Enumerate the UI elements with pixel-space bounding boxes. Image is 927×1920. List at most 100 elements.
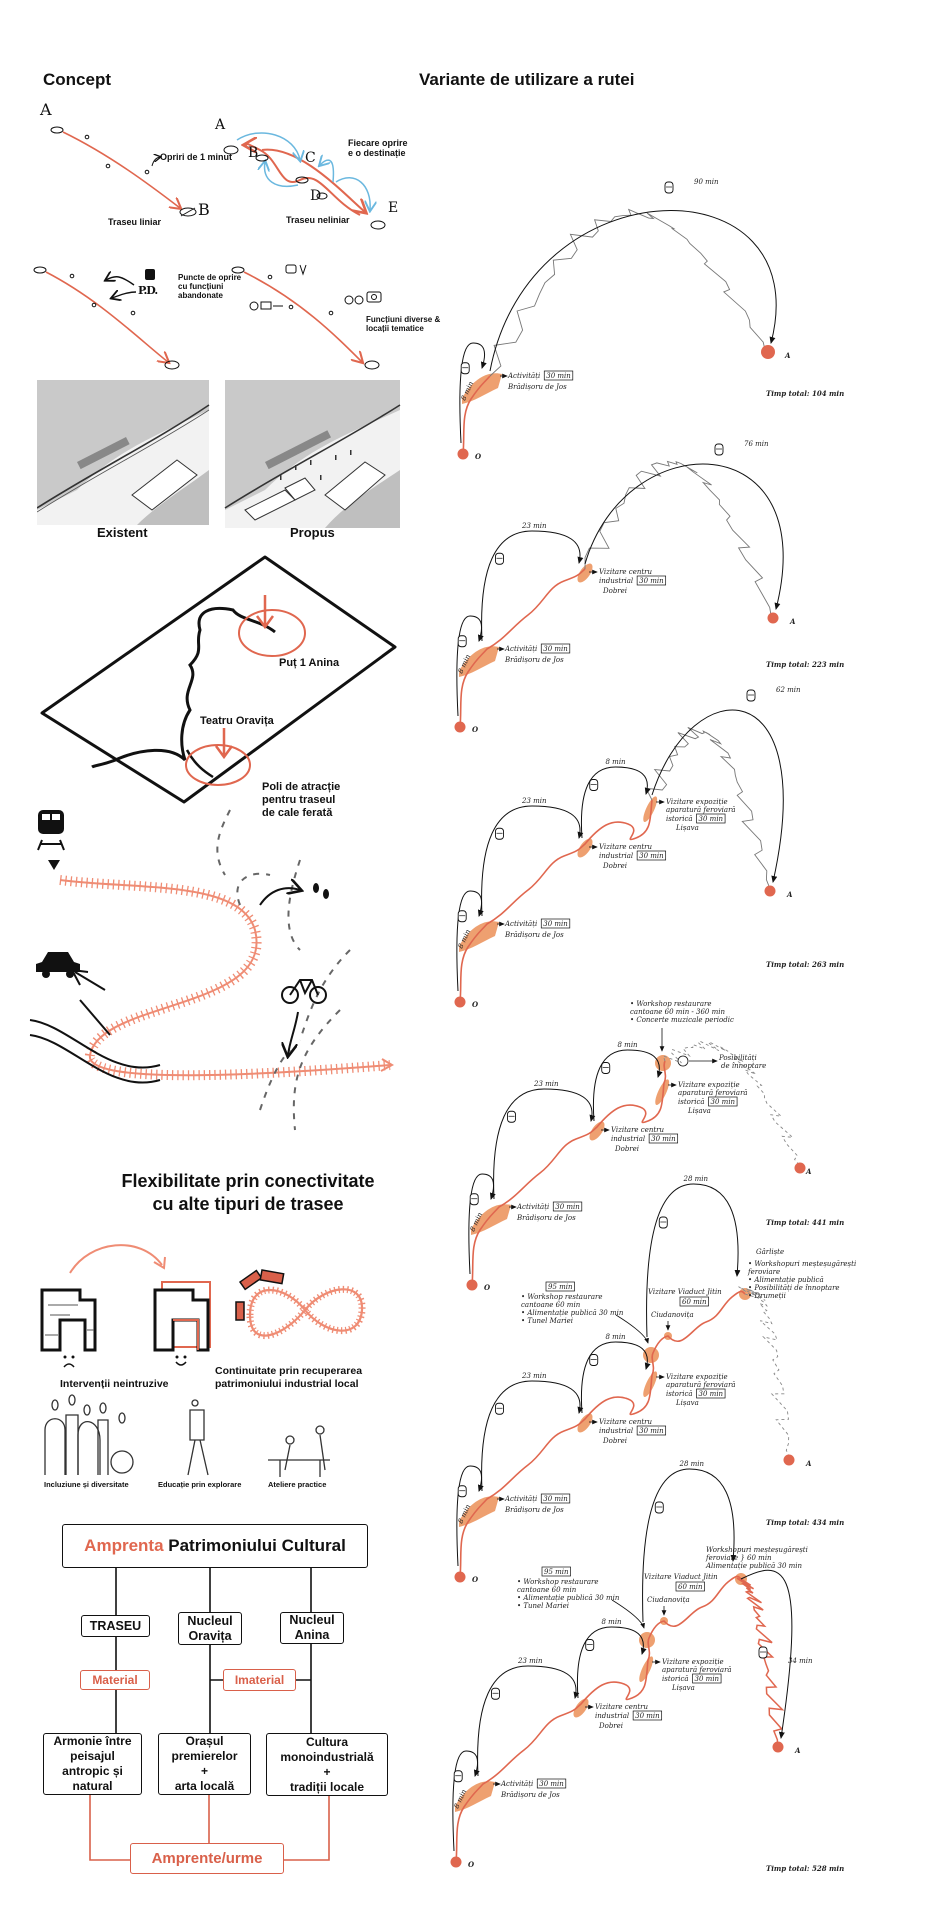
total-time: Timp total: 434 min xyxy=(766,1518,844,1527)
train-body xyxy=(457,1485,467,1498)
origin-label: O xyxy=(468,1860,475,1869)
train-arc xyxy=(456,615,484,717)
abandoned-note-3: abandonate xyxy=(178,291,223,300)
stop-duration: 60 min xyxy=(678,1583,703,1591)
stop-highlight xyxy=(643,1347,659,1363)
concept-sketches xyxy=(33,126,386,370)
active-route xyxy=(736,1577,785,1747)
stops-note: Opriri de 1 minut xyxy=(160,152,233,162)
train-arc xyxy=(576,1626,647,1699)
active-route xyxy=(455,1575,742,1863)
train-body xyxy=(491,1687,500,1700)
stop-highlight xyxy=(462,373,502,404)
origin-dot xyxy=(454,996,466,1008)
happy-face-icon xyxy=(175,1355,187,1366)
destination-note-1: Fiecare oprire xyxy=(348,138,408,148)
people-icon xyxy=(44,1394,134,1475)
train-body xyxy=(495,552,504,565)
stop-label: Activități xyxy=(504,920,537,928)
nonlinear-letter-c: C xyxy=(305,150,316,166)
duration-box xyxy=(636,1425,667,1436)
train-icon xyxy=(601,1062,611,1074)
stop-label: industrial xyxy=(599,1427,633,1435)
origin-label: O xyxy=(472,725,479,734)
connectivity-sketch xyxy=(29,809,395,1131)
train-arc xyxy=(642,1468,737,1623)
overnight-label: Posibilități xyxy=(718,1054,757,1062)
duration-box xyxy=(552,1201,583,1212)
flexibility-title-2: cu alte tipuri de trasee xyxy=(152,1194,344,1214)
total-time: Timp total: 441 min xyxy=(766,1218,844,1227)
stop-highlight xyxy=(664,1332,672,1340)
duration-box xyxy=(541,1566,571,1577)
duration-box xyxy=(636,575,667,586)
train-arc xyxy=(481,1380,584,1492)
railway-route-ticks xyxy=(59,875,391,1081)
destination-dot xyxy=(772,1741,784,1753)
stop-note: • Workshop restaurare xyxy=(630,1000,711,1008)
stop-note: • Alimentație publică 30 min xyxy=(521,1309,624,1317)
duration-box xyxy=(540,1493,571,1504)
stop-name: Brădișoru de Jos xyxy=(504,931,564,939)
stop-name: Lișava xyxy=(687,1107,711,1115)
overnight-marker xyxy=(677,1055,689,1067)
nonlinear-letter-a: A xyxy=(215,117,226,133)
variants-title: Variante de utilizare a rutei xyxy=(419,70,635,89)
camera-icon xyxy=(366,291,382,303)
ruin-before-icon xyxy=(40,1288,97,1352)
stop-label: istorică xyxy=(662,1675,689,1683)
stop-highlight xyxy=(589,1121,605,1141)
train-icon xyxy=(469,1193,479,1206)
train-body xyxy=(664,181,674,194)
thematic-stops-sketch xyxy=(231,264,382,370)
train-arc xyxy=(452,1750,480,1852)
train-arc-final xyxy=(651,709,784,883)
origin-dot xyxy=(454,721,466,733)
total-time: Timp total: 263 min xyxy=(766,960,844,969)
train-arc xyxy=(580,766,651,839)
culture-line: monoindustrială xyxy=(280,1749,374,1764)
leg-time-label: 28 min xyxy=(679,1460,705,1468)
stop-label: Activități xyxy=(504,1495,537,1503)
stop-duration: 30 min xyxy=(639,852,664,860)
oravita-line-1: Nucleul xyxy=(187,1613,233,1628)
food-icon xyxy=(285,264,307,276)
stop-name: Lișava xyxy=(675,1399,699,1407)
stop-label: industrial xyxy=(611,1135,645,1143)
stop-label: aparatură feroviară xyxy=(666,1381,736,1389)
train-body xyxy=(589,1354,599,1366)
workshop-icon xyxy=(268,1425,330,1477)
train-icon xyxy=(460,362,470,375)
imaterial-box: Imaterial xyxy=(223,1669,296,1691)
stop-duration: 30 min xyxy=(543,645,568,653)
train-arc xyxy=(481,530,584,642)
stop-label: Vizitare expoziție xyxy=(666,798,728,806)
transform-arrow xyxy=(69,1244,163,1274)
remaining-track xyxy=(645,726,772,892)
train-icon xyxy=(457,1485,467,1498)
train-arc-final xyxy=(489,210,777,372)
stop-name: Ciudanovița xyxy=(651,1311,694,1319)
existing-proposed-sketches xyxy=(37,380,401,528)
train-arc xyxy=(477,1665,580,1777)
road-line xyxy=(29,1019,161,1069)
duration-box xyxy=(636,850,667,861)
stop-label: Vizitare centru xyxy=(599,1418,653,1426)
garliste-note: • Posibilități de înnoptare xyxy=(748,1284,840,1292)
existing-label: Existent xyxy=(97,525,148,540)
train-arc xyxy=(580,1341,651,1414)
stop-highlight xyxy=(639,1632,655,1648)
nonlinear-letter-d: D xyxy=(310,188,322,204)
stop-label: Vizitare expoziție xyxy=(666,1373,728,1381)
poles-caption-1: Poli de atracție xyxy=(262,781,341,793)
sport-icon xyxy=(249,301,283,311)
train-body xyxy=(758,1646,768,1659)
train-body xyxy=(585,1639,595,1651)
destination-dot xyxy=(767,612,779,624)
train-icon xyxy=(664,181,674,194)
train-body xyxy=(460,362,470,375)
